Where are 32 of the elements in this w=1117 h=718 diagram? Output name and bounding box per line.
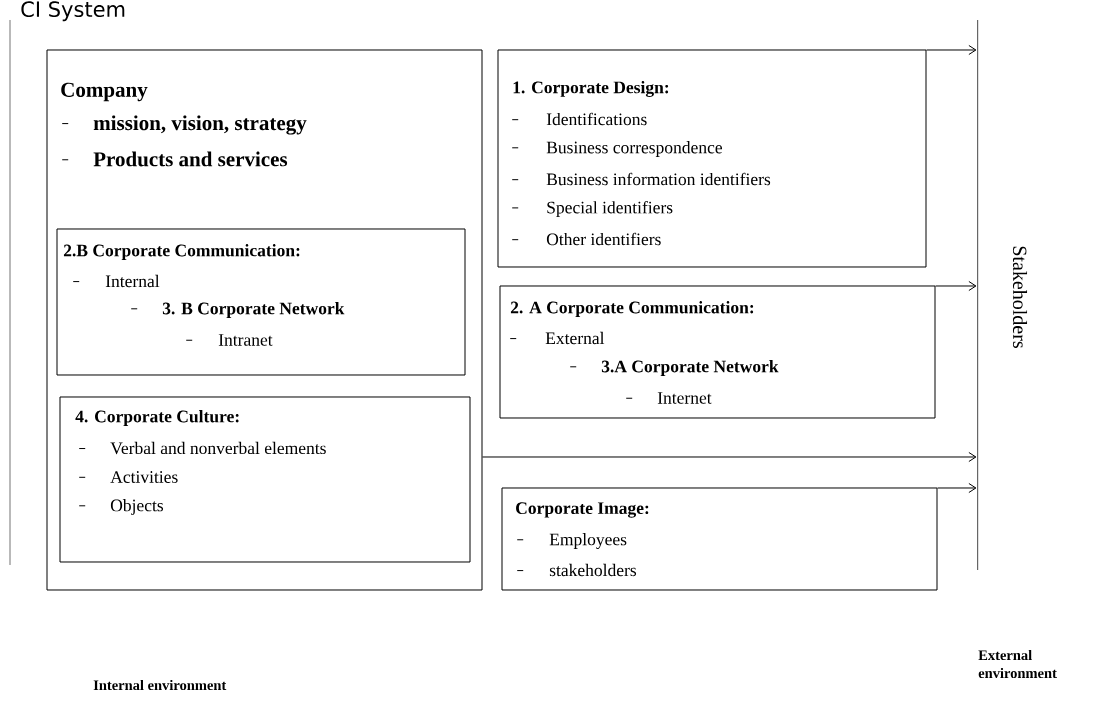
arrow (926, 45, 977, 55)
heading: 4. Corporate Culture: (75, 410, 239, 426)
list-item: 3. B Corporate Network (130, 302, 345, 318)
list-item: Objects (78, 499, 164, 515)
arrow (482, 452, 977, 462)
list-item: External (509, 331, 605, 345)
arrow (935, 281, 977, 291)
list-item: Business correspondence (511, 141, 722, 157)
list-item: Employees (516, 533, 627, 549)
list-item: Identifications (511, 112, 647, 126)
heading: Corporate Image: (516, 502, 649, 518)
list-item: Internal (72, 274, 160, 288)
list-item: mission, vision, strategy (61, 115, 307, 135)
heading: Company (61, 82, 148, 102)
list-item: Intranet (185, 334, 273, 346)
heading: 2. A Corporate Communication: (510, 301, 754, 317)
list-item: Other identifiers (511, 232, 661, 246)
heading: 2.B Corporate Communication: (63, 244, 300, 260)
region-label: External environment (978, 649, 1057, 679)
side-label: Stakeholders (1012, 246, 1028, 348)
list-item: Verbal and nonverbal elements (78, 441, 326, 455)
heading: 1. Corporate Design: (513, 81, 669, 97)
list-item: Internet (625, 392, 712, 404)
list-item: Special identifiers (511, 200, 673, 217)
list-item: stakeholders (516, 563, 637, 577)
arrow (937, 483, 977, 493)
list-item: 3.A Corporate Network (569, 360, 779, 376)
diagram-title: CI System (21, 1, 125, 22)
list-item: Products and services (61, 151, 288, 167)
list-item: Activities (78, 471, 178, 483)
list-item: Business information identifiers (511, 172, 771, 186)
region-label: Internal environment (93, 679, 227, 691)
